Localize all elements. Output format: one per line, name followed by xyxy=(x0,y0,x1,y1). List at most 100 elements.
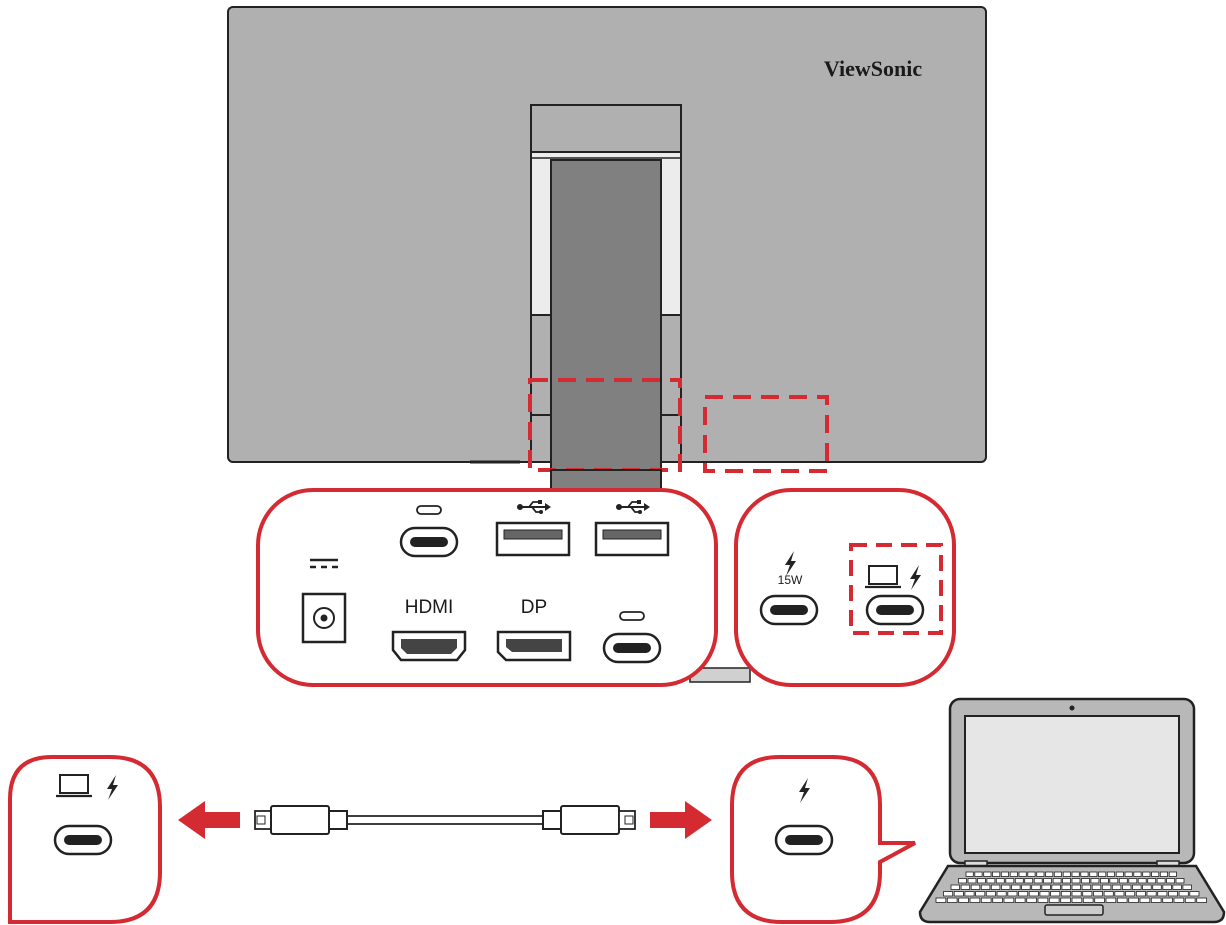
laptop-keyboard xyxy=(935,871,1207,903)
keyboard-key xyxy=(1172,884,1182,890)
callout-monitor-port xyxy=(8,755,162,924)
keyboard-key xyxy=(953,891,964,897)
thunderbolt-host-port[interactable] xyxy=(865,594,925,626)
keyboard-key xyxy=(992,871,1001,877)
stand-mount xyxy=(530,104,682,476)
keyboard-key xyxy=(1021,884,1031,890)
keyboard-key xyxy=(946,897,958,903)
keyboard-key xyxy=(1132,884,1142,890)
keyboard-key xyxy=(974,871,983,877)
keyboard-key xyxy=(1184,897,1196,903)
keyboard-key xyxy=(1118,878,1128,884)
keyboard-key xyxy=(1080,871,1089,877)
keyboard-key xyxy=(1061,884,1071,890)
keyboard-key xyxy=(1011,884,1021,890)
keyboard-key xyxy=(986,878,996,884)
keyboard-key xyxy=(1043,878,1052,884)
keyboard-key xyxy=(967,878,977,884)
keyboard-key xyxy=(1071,891,1082,897)
keyboard-key xyxy=(1125,891,1136,897)
keyboard-key xyxy=(1060,891,1071,897)
keyboard-key xyxy=(1196,897,1207,903)
hdmi-label: HDMI xyxy=(405,597,454,618)
keyboard-key xyxy=(950,884,961,890)
keyboard-key xyxy=(1018,871,1027,877)
keyboard-key xyxy=(1157,891,1168,897)
keyboard-key xyxy=(1071,871,1080,877)
keyboard-key xyxy=(1028,891,1039,897)
keyboard-key xyxy=(1091,884,1102,890)
keyboard-key xyxy=(1147,878,1157,884)
keyboard-key xyxy=(1007,891,1018,897)
keyboard-key xyxy=(1168,891,1179,897)
callout-laptop-port xyxy=(730,755,916,924)
keyboard-key xyxy=(980,897,992,903)
thunderbolt-15w-port[interactable] xyxy=(759,594,819,626)
keyboard-key xyxy=(1000,871,1009,877)
keyboard-key xyxy=(1081,884,1092,890)
keyboard-key xyxy=(1175,878,1185,884)
thunderbolt-port-monitor-side[interactable] xyxy=(53,824,113,856)
keyboard-key xyxy=(1166,878,1175,884)
keyboard-key xyxy=(1039,891,1050,897)
keyboard-key xyxy=(1071,897,1083,903)
keyboard-key xyxy=(1048,897,1060,903)
keyboard-key xyxy=(1135,891,1146,897)
keyboard-key xyxy=(1052,878,1062,884)
keyboard-key xyxy=(935,897,947,903)
usb-a-port-2[interactable] xyxy=(594,521,670,557)
keyboard-key xyxy=(1027,871,1036,877)
keyboard-key xyxy=(1137,878,1147,884)
keyboard-key xyxy=(1178,891,1189,897)
port-panel-thunderbolt: 15W xyxy=(734,488,956,687)
keyboard-key xyxy=(964,891,975,897)
keyboard-key xyxy=(1101,884,1112,890)
usb-c-port-top[interactable] xyxy=(399,526,459,558)
keyboard-key xyxy=(1100,878,1109,884)
keyboard-key xyxy=(975,891,986,897)
keyboard-key xyxy=(1026,897,1037,903)
displayport-port[interactable] xyxy=(496,630,572,662)
brand-logo: ViewSonic xyxy=(824,56,922,81)
keyboard-key xyxy=(1093,891,1104,897)
thunderbolt-cable xyxy=(254,805,636,835)
keyboard-key xyxy=(1162,884,1172,890)
keyboard-key xyxy=(1014,897,1026,903)
keyboard-key xyxy=(1031,884,1041,890)
keyboard-key xyxy=(1124,871,1133,877)
keyboard-key xyxy=(995,878,1005,884)
keyboard-key xyxy=(1105,897,1117,903)
dp-label: DP xyxy=(521,597,547,618)
keyboard-key xyxy=(1014,878,1024,884)
keyboard-key xyxy=(958,897,969,903)
usb-a-port-1[interactable] xyxy=(495,521,571,557)
keyboard-key xyxy=(1051,884,1061,890)
keyboard-key xyxy=(1033,878,1043,884)
keyboard-key xyxy=(996,891,1007,897)
keyboard-key xyxy=(960,884,971,890)
keyboard-key xyxy=(1142,871,1151,877)
keyboard-key xyxy=(985,891,996,897)
keyboard-key xyxy=(1071,878,1081,884)
highlight-port-area-right xyxy=(703,395,829,473)
power-15w-label: 15W xyxy=(778,573,803,587)
keyboard-key xyxy=(1094,897,1105,903)
keyboard-key xyxy=(1109,878,1119,884)
hdmi-port[interactable] xyxy=(391,630,467,662)
dc-power-port[interactable] xyxy=(301,592,347,644)
keyboard-key xyxy=(1081,878,1090,884)
keyboard-key xyxy=(1116,897,1128,903)
keyboard-key xyxy=(1082,891,1093,897)
keyboard-key xyxy=(1024,878,1034,884)
keyboard-key xyxy=(970,884,981,890)
keyboard-key xyxy=(1159,871,1169,877)
keyboard-key xyxy=(1103,891,1114,897)
usb-c-port-bottom[interactable] xyxy=(602,632,662,664)
thunderbolt-port-laptop-side[interactable] xyxy=(774,824,834,856)
dc-power-icon xyxy=(310,558,338,569)
keyboard-key xyxy=(1050,891,1061,897)
laptop xyxy=(918,697,1226,924)
keyboard-key xyxy=(1090,878,1100,884)
keyboard-key xyxy=(1150,897,1162,903)
